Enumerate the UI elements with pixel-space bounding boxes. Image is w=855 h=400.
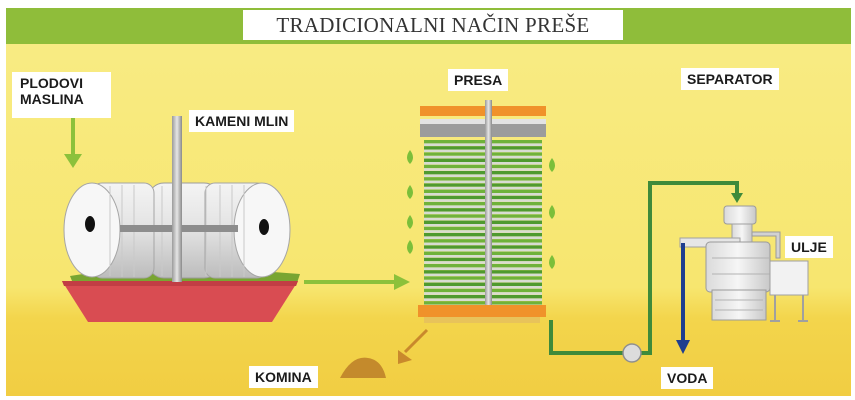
press-layer: [424, 220, 542, 224]
arrow-press-to-komina: [398, 328, 429, 364]
press-spacer: [424, 199, 542, 202]
press-spacer: [424, 236, 542, 239]
press-layer: [424, 189, 542, 193]
water-outflow: [676, 243, 690, 354]
press-layer: [424, 295, 542, 299]
arrow-olives-in: [64, 118, 82, 168]
label-kameni-mlin: KAMENI MLIN: [189, 110, 295, 132]
press-spacer: [424, 255, 542, 258]
label-ulje: ULJE: [785, 236, 833, 258]
mill-shaft: [172, 116, 182, 282]
press-spacer: [424, 242, 542, 246]
press-bottom-plate: [418, 305, 546, 317]
pipe-valve: [622, 343, 642, 363]
press-spacer: [424, 248, 542, 252]
press-layer: [424, 276, 542, 280]
label-separator: SEPARATOR: [681, 68, 779, 90]
olive-press: [418, 100, 546, 323]
press-layer: [424, 202, 542, 206]
press-top-band: [420, 123, 546, 137]
press-spacer: [424, 224, 542, 227]
press-spacer: [424, 286, 542, 289]
right-millstone-hole: [259, 219, 269, 235]
press-layer: [424, 264, 542, 268]
press-spacer: [424, 217, 542, 221]
press-spacer: [424, 292, 542, 295]
press-spacer: [424, 211, 542, 215]
diagram-title: TRADICIONALNI NAČIN PREŠE: [276, 12, 590, 37]
press-layer: [424, 233, 542, 237]
press-layer: [424, 288, 542, 293]
press-spacer: [424, 186, 542, 190]
pipe-press-to-separator: [549, 181, 739, 355]
press-layer: [424, 214, 542, 218]
press-top-band-light: [420, 119, 546, 124]
pipe-arrow-to-separator: [731, 193, 743, 203]
label-komina: KOMINA: [249, 366, 318, 388]
press-layer: [424, 251, 542, 255]
press-spacer: [424, 298, 542, 301]
press-spacer: [424, 162, 542, 165]
mill-basin-rim: [62, 281, 298, 286]
press-layer: [424, 171, 542, 175]
press-layer: [424, 301, 542, 305]
press-drip-marks: [407, 150, 555, 269]
separator-oil-spout: [751, 231, 781, 259]
press-spacer: [424, 279, 542, 283]
arrow-mill-to-press: [304, 274, 410, 290]
press-spacer: [424, 180, 542, 184]
oil-container-legs: [770, 295, 808, 322]
label-presa: PRESA: [448, 69, 509, 91]
press-layer: [424, 152, 542, 156]
press-layer: [424, 257, 542, 262]
press-screw: [485, 100, 492, 305]
press-layer: [424, 282, 542, 286]
press-layer: [424, 183, 542, 187]
press-spacer: [424, 168, 542, 171]
press-top-plate: [420, 106, 546, 116]
mill-basin: [62, 281, 298, 322]
press-spacer: [424, 143, 542, 146]
label-voda: VODA: [661, 367, 714, 389]
press-layer: [424, 239, 542, 243]
separator-body: [705, 241, 771, 293]
press-layer: [424, 146, 542, 150]
separator-base: [711, 289, 767, 321]
separator-top: [723, 205, 757, 225]
press-layer: [424, 177, 542, 181]
stone-mill: [62, 116, 300, 322]
press-spacer: [424, 267, 542, 270]
label-plodovi-maslina: PLODOVI MASLINA: [12, 72, 111, 118]
press-spacer: [424, 261, 542, 264]
komina-pile: [340, 357, 386, 378]
press-layer: [424, 195, 542, 200]
press-spacer: [424, 193, 542, 196]
press-layer: [424, 164, 542, 169]
press-bottom-tray: [424, 317, 540, 323]
press-spacer: [424, 149, 542, 153]
left-millstone-hole: [85, 216, 95, 232]
press-layer: [424, 208, 542, 212]
press-layer: [424, 226, 542, 231]
press-layer: [424, 270, 542, 274]
press-spacer: [424, 273, 542, 277]
press-layer: [424, 140, 542, 144]
press-spacer: [424, 230, 542, 233]
separator-machine: [679, 205, 809, 322]
press-layers: [424, 140, 542, 308]
press-layer: [424, 158, 542, 162]
press-spacer: [424, 155, 542, 159]
title-banner: TRADICIONALNI NAČIN PREŠE: [243, 10, 623, 40]
oil-container: [769, 260, 809, 296]
press-spacer: [424, 205, 542, 208]
press-spacer: [424, 174, 542, 177]
press-layer: [424, 245, 542, 249]
